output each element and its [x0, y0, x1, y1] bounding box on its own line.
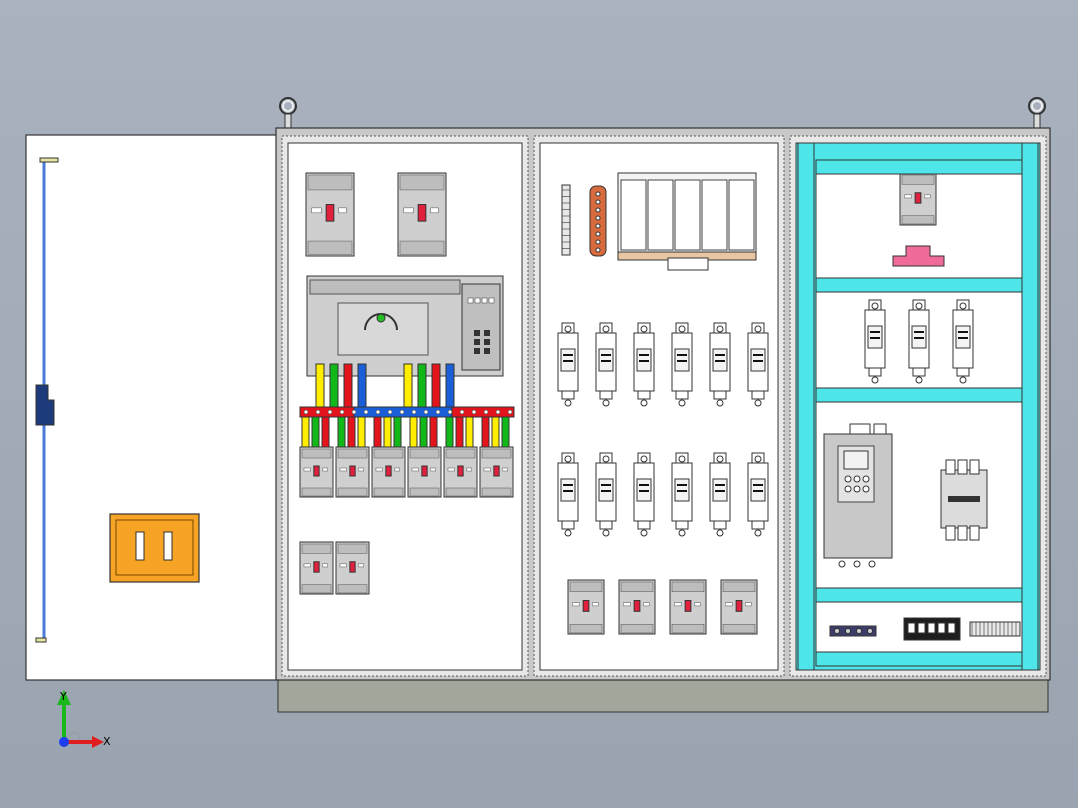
fuse-holder-10[interactable] — [671, 452, 693, 537]
pe-busbar — [589, 185, 607, 257]
terminal-blocks — [829, 617, 1021, 641]
section3-fuse-3[interactable] — [952, 299, 974, 384]
section3-fuse-1[interactable] — [864, 299, 886, 384]
capacitor-bank[interactable] — [617, 172, 757, 271]
section3-breaker-1[interactable] — [899, 172, 937, 226]
din-rail-4 — [815, 587, 1023, 603]
section2-breaker-1[interactable] — [567, 579, 605, 635]
feeder-breaker-4[interactable] — [407, 446, 442, 498]
door-rod-guide — [35, 384, 55, 426]
fuse-holder-12[interactable] — [747, 452, 769, 537]
fuse-holder-3[interactable] — [633, 322, 655, 407]
section2-breaker-2[interactable] — [618, 579, 656, 635]
din-rail-5 — [815, 651, 1023, 667]
din-rail-2 — [815, 277, 1023, 293]
feeder-breaker-5[interactable] — [443, 446, 478, 498]
fuse-holder-11[interactable] — [709, 452, 731, 537]
x-axis-label: X — [103, 735, 111, 748]
lifting-eye-left — [279, 97, 297, 129]
section3-fuse-2[interactable] — [908, 299, 930, 384]
section2-breaker-4[interactable] — [720, 579, 758, 635]
fuse-holder-1[interactable] — [557, 322, 579, 407]
fuse-holder-2[interactable] — [595, 322, 617, 407]
lifting-eye-right — [1028, 97, 1046, 129]
horizontal-busbar — [299, 406, 515, 418]
axis-triad: Y X — [57, 690, 111, 748]
fuse-holder-5[interactable] — [709, 322, 731, 407]
cabinet-section-3 — [789, 135, 1047, 677]
section2-breaker-3[interactable] — [669, 579, 707, 635]
aux-breaker-2[interactable] — [335, 541, 370, 595]
distribution-block — [892, 245, 945, 267]
contactor[interactable] — [940, 459, 988, 541]
frequency-inverter[interactable] — [823, 423, 893, 568]
busbar-drops — [315, 363, 455, 411]
din-rail-3 — [815, 387, 1023, 403]
fuse-holder-8[interactable] — [595, 452, 617, 537]
transfer-switch-unit[interactable] — [306, 275, 504, 377]
fuse-holder-9[interactable] — [633, 452, 655, 537]
feeder-breaker-6[interactable] — [479, 446, 514, 498]
feeder-breaker-2[interactable] — [335, 446, 370, 498]
y-axis-label: Y — [59, 690, 67, 703]
main-breaker-2[interactable] — [397, 172, 447, 257]
feeder-breaker-3[interactable] — [371, 446, 406, 498]
main-breaker-1[interactable] — [305, 172, 355, 257]
feeder-breaker-1[interactable] — [299, 446, 334, 498]
door-handle[interactable] — [109, 513, 200, 583]
fuse-holder-6[interactable] — [747, 322, 769, 407]
terminal-strip — [561, 184, 571, 256]
fuse-holder-7[interactable] — [557, 452, 579, 537]
cabinet-plinth — [277, 677, 1049, 713]
feeder-taps — [301, 416, 510, 454]
fuse-holder-4[interactable] — [671, 322, 693, 407]
din-rail-1 — [815, 159, 1023, 175]
open-door-panel[interactable] — [25, 134, 279, 681]
aux-breaker-1[interactable] — [299, 541, 334, 595]
